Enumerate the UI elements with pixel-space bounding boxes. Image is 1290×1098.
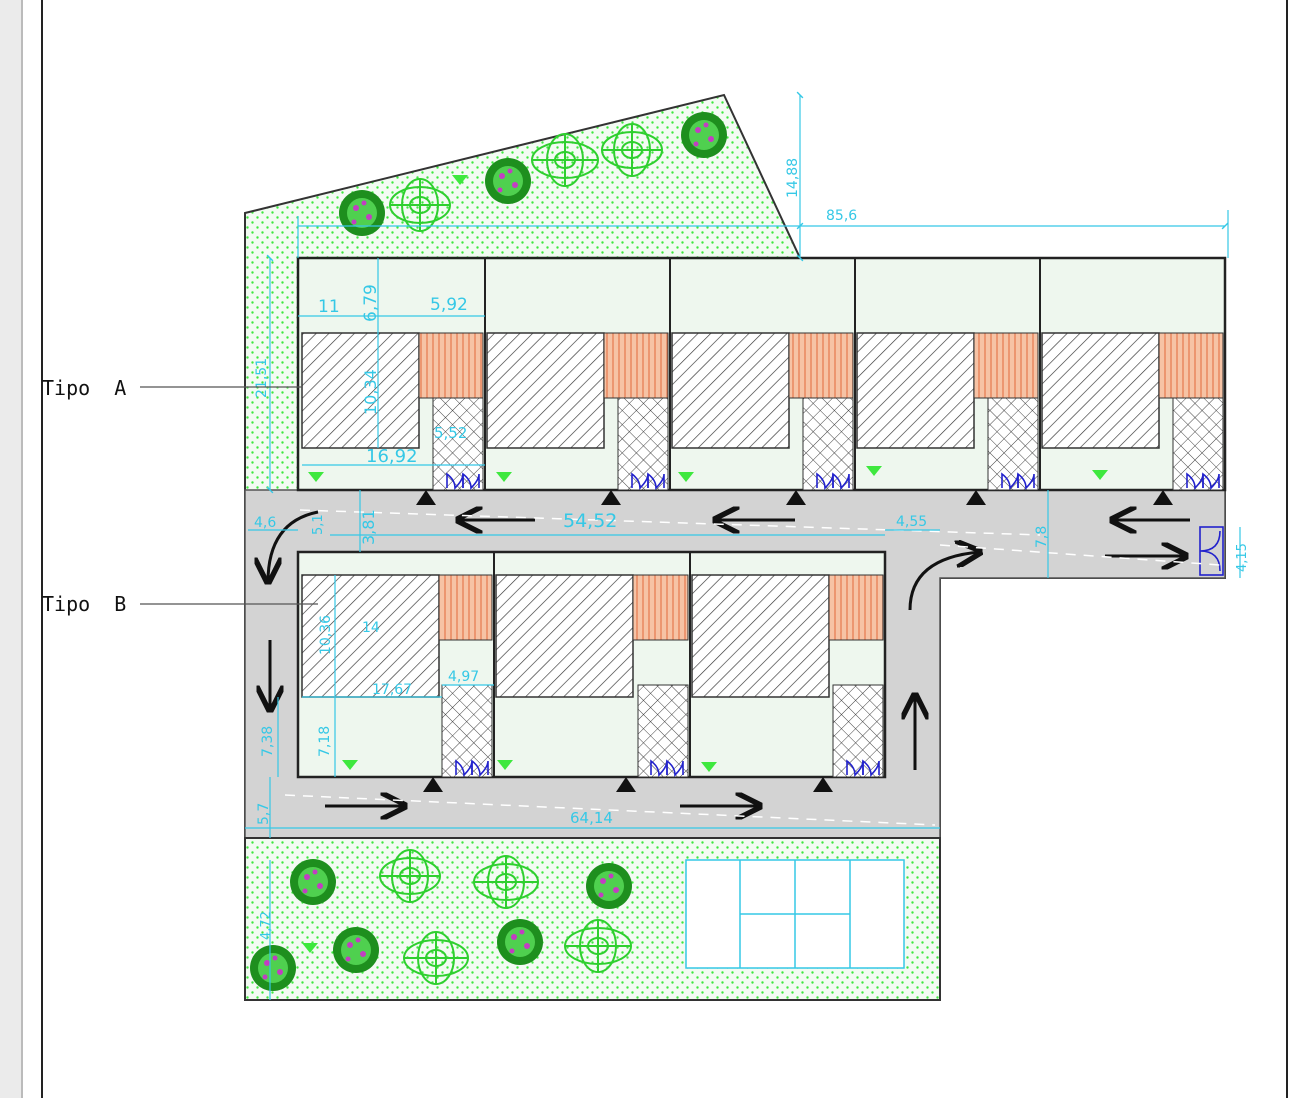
dim-54-52: 54,52 bbox=[563, 510, 617, 532]
dim-7-38: 7,38 bbox=[260, 726, 276, 757]
dim-4-72: 4,72 bbox=[259, 911, 274, 940]
tipo-b-label: Tipo B bbox=[42, 592, 126, 616]
tipo-a-houses bbox=[301, 332, 1224, 491]
tipo-b-lots bbox=[493, 552, 691, 777]
dim-3-81: 3,81 bbox=[359, 509, 378, 545]
entry-markers bbox=[416, 490, 1173, 792]
dim-6-79: 6,79 bbox=[361, 284, 381, 322]
dim-11: 11 bbox=[318, 297, 340, 317]
tipo-a-label: Tipo A bbox=[42, 376, 126, 400]
landscape-plants bbox=[379, 123, 663, 985]
dim-10-34: 10,34 bbox=[361, 369, 380, 415]
dim-5-92: 5,92 bbox=[430, 295, 468, 315]
dim-4-55: 4,55 bbox=[896, 514, 927, 530]
dim-4-97: 4,97 bbox=[448, 669, 479, 685]
dim-14-88: 14,88 bbox=[785, 158, 801, 198]
left-margin-strip bbox=[0, 0, 22, 1098]
dimension-lines bbox=[245, 91, 1241, 1000]
dim-5-1: 5,1 bbox=[311, 514, 326, 535]
tipo-b-houses bbox=[301, 574, 884, 778]
dim-14: 14 bbox=[362, 620, 380, 636]
traffic-arrows bbox=[268, 512, 1190, 806]
dim-7-8: 7,8 bbox=[1034, 526, 1050, 548]
tipo-a-lots bbox=[484, 258, 1041, 490]
dim-4-15: 4,15 bbox=[1235, 543, 1250, 572]
dim-7-18: 7,18 bbox=[317, 726, 333, 757]
dim-4-6: 4,6 bbox=[254, 515, 276, 531]
dim-5-7: 5,7 bbox=[256, 803, 272, 825]
dim-16-92: 16,92 bbox=[366, 446, 418, 467]
gate-symbols bbox=[446, 472, 1224, 777]
dim-10-36: 10,36 bbox=[318, 615, 334, 655]
dim-5-52: 5,52 bbox=[434, 424, 467, 442]
road-markings bbox=[284, 509, 1221, 826]
dim-21-51: 21,51 bbox=[254, 358, 270, 398]
lot-tree-markers bbox=[302, 175, 1108, 953]
dim-17-67: 17,67 bbox=[372, 682, 412, 698]
dim-85-6: 85,6 bbox=[826, 208, 857, 224]
court-area bbox=[685, 859, 905, 969]
landscape-shrubs bbox=[250, 112, 727, 991]
dimension-text: 14,88 85,6 11 6,79 5,92 21,51 10,34 16,9… bbox=[254, 158, 1250, 940]
dim-64-14: 64,14 bbox=[570, 809, 613, 827]
